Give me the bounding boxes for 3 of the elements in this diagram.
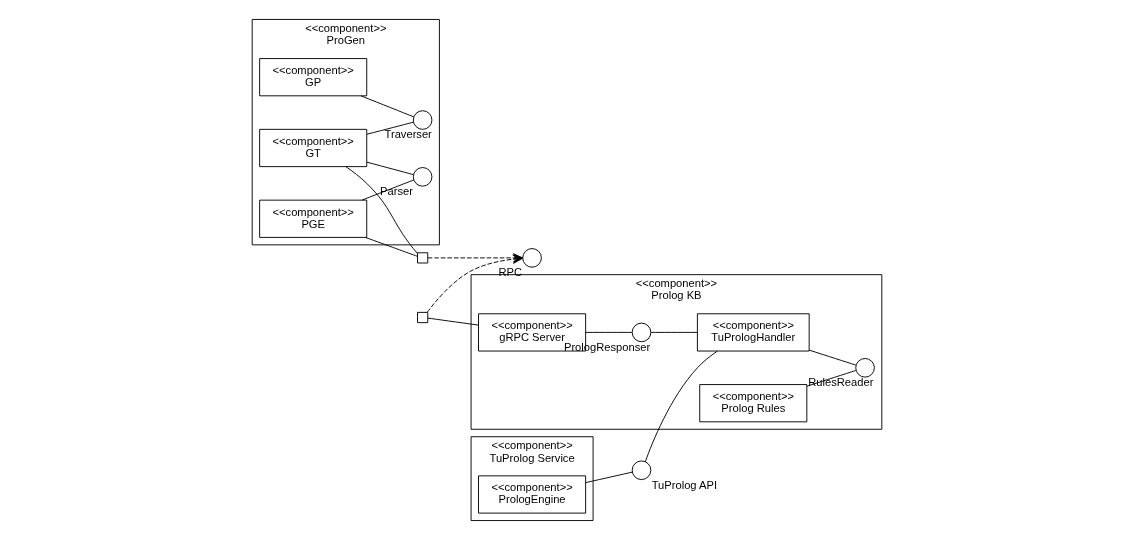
node-label: Parser [380, 185, 413, 198]
node-label: Traverser [384, 128, 432, 141]
node-label: TuProlog API [651, 478, 718, 491]
